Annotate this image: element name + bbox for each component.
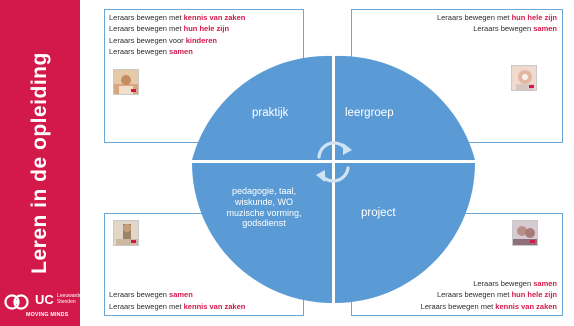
quadrant-line: Leraars bewegen met hun hele zijn <box>421 289 557 300</box>
line-prefix: Leraars bewegen met <box>436 13 512 22</box>
quadrant-lines: Leraars bewegen met hun hele zijn Leraar… <box>437 12 557 35</box>
photo-thumbnail <box>512 220 538 246</box>
quadrant-line: Leraars bewegen voor kinderen <box>109 35 245 46</box>
line-highlight: samen <box>169 290 193 300</box>
line-highlight: kennis van zaken <box>183 301 246 311</box>
quadrant-line: Leraars bewegen met hun hele zijn <box>437 12 557 23</box>
quadrant-line: Leraars bewegen met kennis van zaken <box>421 301 557 312</box>
photo-thumbnail <box>113 69 139 95</box>
segment-label-project: project <box>361 207 396 219</box>
quadrant-line: Leraars bewegen met hun hele zijn <box>109 23 245 34</box>
quadrant-line: Leraars bewegen samen <box>109 46 245 57</box>
line-highlight: hun hele zijn <box>183 24 230 34</box>
logo-city-1: Leeuwarden <box>57 293 85 299</box>
quadrant-line: Leraars bewegen samen <box>109 289 245 300</box>
logo-cities: Leeuwarden Stenden <box>57 293 85 305</box>
line-prefix: Leraars bewegen met <box>420 301 496 311</box>
line-prefix: Leraars bewegen met <box>109 301 184 311</box>
line-highlight: samen <box>533 278 557 288</box>
segment-label-vakken: pedagogie, taal, wiskunde, WO muzische v… <box>226 186 302 229</box>
segment-praktijk <box>192 55 332 160</box>
quadrant-line: Leraars bewegen samen <box>421 278 557 289</box>
quadrant-line: Leraars bewegen samen <box>437 23 557 34</box>
line-highlight: hun hele zijn <box>511 13 557 22</box>
line-highlight: kennis van zaken <box>183 13 246 22</box>
quadrant-line: Leraars bewegen met kennis van zaken <box>109 301 245 312</box>
segment-project <box>335 163 475 303</box>
photo-thumbnail <box>511 65 537 91</box>
logo-city-2: Stenden <box>57 298 76 305</box>
line-prefix: Leraars bewegen voor <box>109 35 186 45</box>
uc-logo: UC Leeuwarden Stenden MOVING MINDS <box>4 290 85 322</box>
line-highlight: hun hele zijn <box>511 290 557 300</box>
line-prefix: Leraars bewegen <box>109 290 170 300</box>
segment-leergroep <box>335 55 475 160</box>
segment-label-praktijk: praktijk <box>252 107 289 119</box>
segment-vakken <box>192 163 332 303</box>
quadrant-line: Leraars bewegen met kennis van zaken <box>109 12 245 23</box>
line-prefix: Leraars bewegen <box>109 47 170 57</box>
quadrant-lines: Leraars bewegen samen Leraars bewegen me… <box>421 278 557 312</box>
line-prefix: Leraars bewegen met <box>436 290 512 300</box>
line-highlight: kennis van zaken <box>495 301 557 311</box>
quadrant-lines: Leraars bewegen samen Leraars bewegen me… <box>109 289 245 312</box>
line-prefix: Leraars bewegen <box>473 24 534 34</box>
slide-title: Leren in de opleiding <box>28 52 51 274</box>
line-highlight: samen <box>169 47 193 57</box>
logo-tagline: MOVING MINDS <box>26 312 69 318</box>
line-highlight: samen <box>533 24 557 34</box>
side-band: Leren in de opleiding UC Leeuwarden Sten… <box>0 0 85 326</box>
quadrant-lines: Leraars bewegen met kennis van zaken Ler… <box>109 12 245 58</box>
line-highlight: kinderen <box>185 35 217 45</box>
segment-label-leergroep: leergroep <box>345 107 394 119</box>
logo-mark-icon <box>4 294 29 310</box>
logo-initials: UC <box>35 292 54 307</box>
photo-thumbnail <box>113 220 139 246</box>
line-prefix: Leraars bewegen met <box>109 24 184 34</box>
line-prefix: Leraars bewegen <box>473 278 534 288</box>
line-prefix: Leraars bewegen met <box>109 13 184 22</box>
